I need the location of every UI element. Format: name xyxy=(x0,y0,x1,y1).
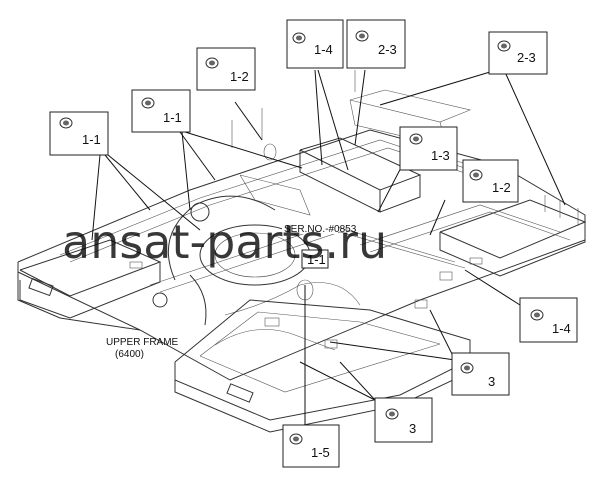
callout-label: 2-3 xyxy=(378,42,397,57)
callout-label: 1-1 xyxy=(163,110,182,125)
serial-note: SER.NO.-#0853 1-1 xyxy=(282,222,357,269)
callout-c-3a: 3 xyxy=(451,352,510,396)
callout-label: 2-3 xyxy=(517,50,536,65)
callout-label: 1-2 xyxy=(230,69,249,84)
frame-title: UPPER FRAME xyxy=(106,337,179,348)
frame-outline xyxy=(17,70,587,433)
callout-c-1-2b: 1-2 xyxy=(462,159,519,203)
callout-label: 3 xyxy=(488,374,495,389)
callout-c-2-3a: 2-3 xyxy=(346,19,406,69)
callout-label: 1-1 xyxy=(82,132,101,147)
callout-label: 1-3 xyxy=(431,148,450,163)
watermark-text: ansat-parts.ru xyxy=(62,215,387,269)
callout-label: 1-4 xyxy=(552,321,571,336)
callout-c-1-1a: 1-1 xyxy=(49,111,109,156)
leader-lines xyxy=(91,69,566,425)
callout-c-3b: 3 xyxy=(374,397,433,443)
callout-c-1-1b: 1-1 xyxy=(131,89,191,133)
callout-c-2-3b: 2-3 xyxy=(488,31,548,75)
callout-c-1-4a: 1-4 xyxy=(286,19,344,69)
callout-c-1-2a: 1-2 xyxy=(196,47,256,91)
callout-c-1-5: 1-5 xyxy=(282,424,340,468)
serial-number-text: SER.NO.-#0853 xyxy=(284,224,357,235)
callout-label: 1-2 xyxy=(492,180,511,195)
callout-label: 1-4 xyxy=(314,42,333,57)
frame-code: (6400) xyxy=(115,349,144,360)
callout-label: 3 xyxy=(409,421,416,436)
callout-c-1-3: 1-3 xyxy=(399,126,458,171)
callout-c-1-4b: 1-4 xyxy=(519,297,578,343)
serial-callout-label: 1-1 xyxy=(307,252,326,267)
callout-label: 1-5 xyxy=(311,445,330,460)
